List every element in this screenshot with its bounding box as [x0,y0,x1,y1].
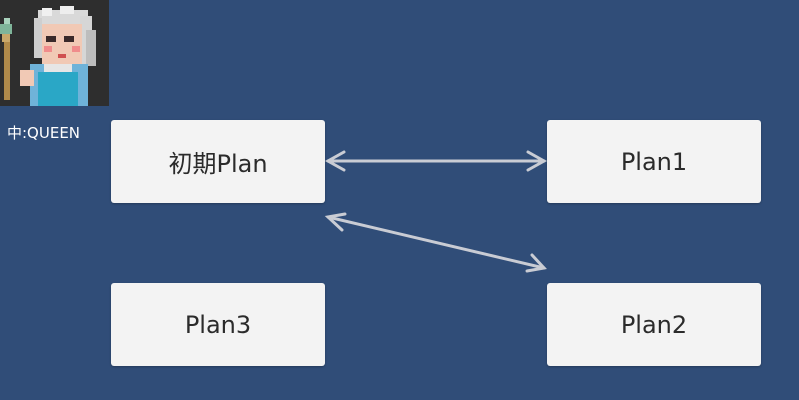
queen-character-icon [0,0,109,106]
arrowhead-plan1-side [526,150,548,172]
character-caption: 中:QUEEN [7,124,81,142]
queen-sprite [0,0,109,106]
arrowhead-plan2-side [525,253,547,273]
plan-node-plan2[interactable]: Plan2 [547,283,761,366]
plan-node-plan3[interactable]: Plan3 [111,283,325,366]
plan-node-plan1[interactable]: Plan1 [547,120,761,203]
plan-node-label: Plan1 [620,147,688,176]
edge-initial-plan2 [326,215,546,270]
plan-node-label: Plan2 [620,310,688,339]
plan-node-label: Plan3 [184,310,252,339]
arrowhead-initial-side [324,150,346,172]
plan-node-initial[interactable]: 初期Plan [111,120,325,203]
arrowhead-initial-side-2 [324,212,347,232]
plan-node-label: 初期Plan [168,150,268,178]
